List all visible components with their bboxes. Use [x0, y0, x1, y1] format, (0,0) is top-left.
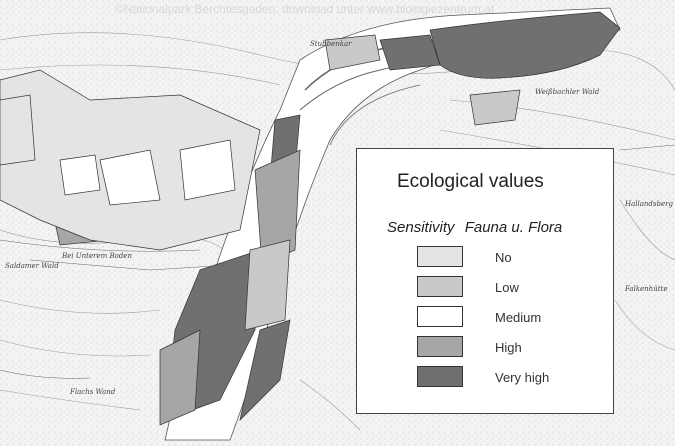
legend-label-very-high: Very high [495, 370, 550, 385]
place-label: Weißbachler Wald [535, 88, 600, 96]
legend-swatch-low [417, 276, 463, 297]
place-label: Hallandsberg [625, 200, 673, 208]
legend-subtitle-left: Sensitivity [387, 219, 455, 236]
boundary-lines [0, 144, 675, 379]
legend-title: Ecological values [397, 171, 544, 192]
place-label: Flachs Wand [70, 388, 116, 396]
legend-label-medium: Medium [495, 310, 542, 325]
medium-areas [59, 139, 236, 206]
legend-subtitle: Sensitivity Fauna u. Flora [387, 219, 568, 236]
legend-label-high: High [495, 340, 522, 355]
map-credit: ©Nationalpark Berchtesgaden, download un… [115, 2, 495, 16]
legend-swatch-high [417, 336, 463, 357]
legend-label-no: No [495, 250, 512, 265]
place-label: Stubbenkar [310, 40, 352, 48]
legend-swatch-very-high [417, 366, 463, 387]
place-label: Bei Unterem Boden [62, 252, 132, 260]
legend-label-low: Low [495, 280, 519, 295]
legend-swatch-no [417, 246, 463, 267]
legend-swatch-medium [417, 306, 463, 327]
map-legend: Ecological values Sensitivity Fauna u. F… [356, 148, 614, 414]
legend-subtitle-right: Fauna u. Flora [464, 219, 563, 236]
place-label: Falkenhütte [625, 285, 668, 293]
place-label: Saldamer Wald [5, 262, 59, 270]
